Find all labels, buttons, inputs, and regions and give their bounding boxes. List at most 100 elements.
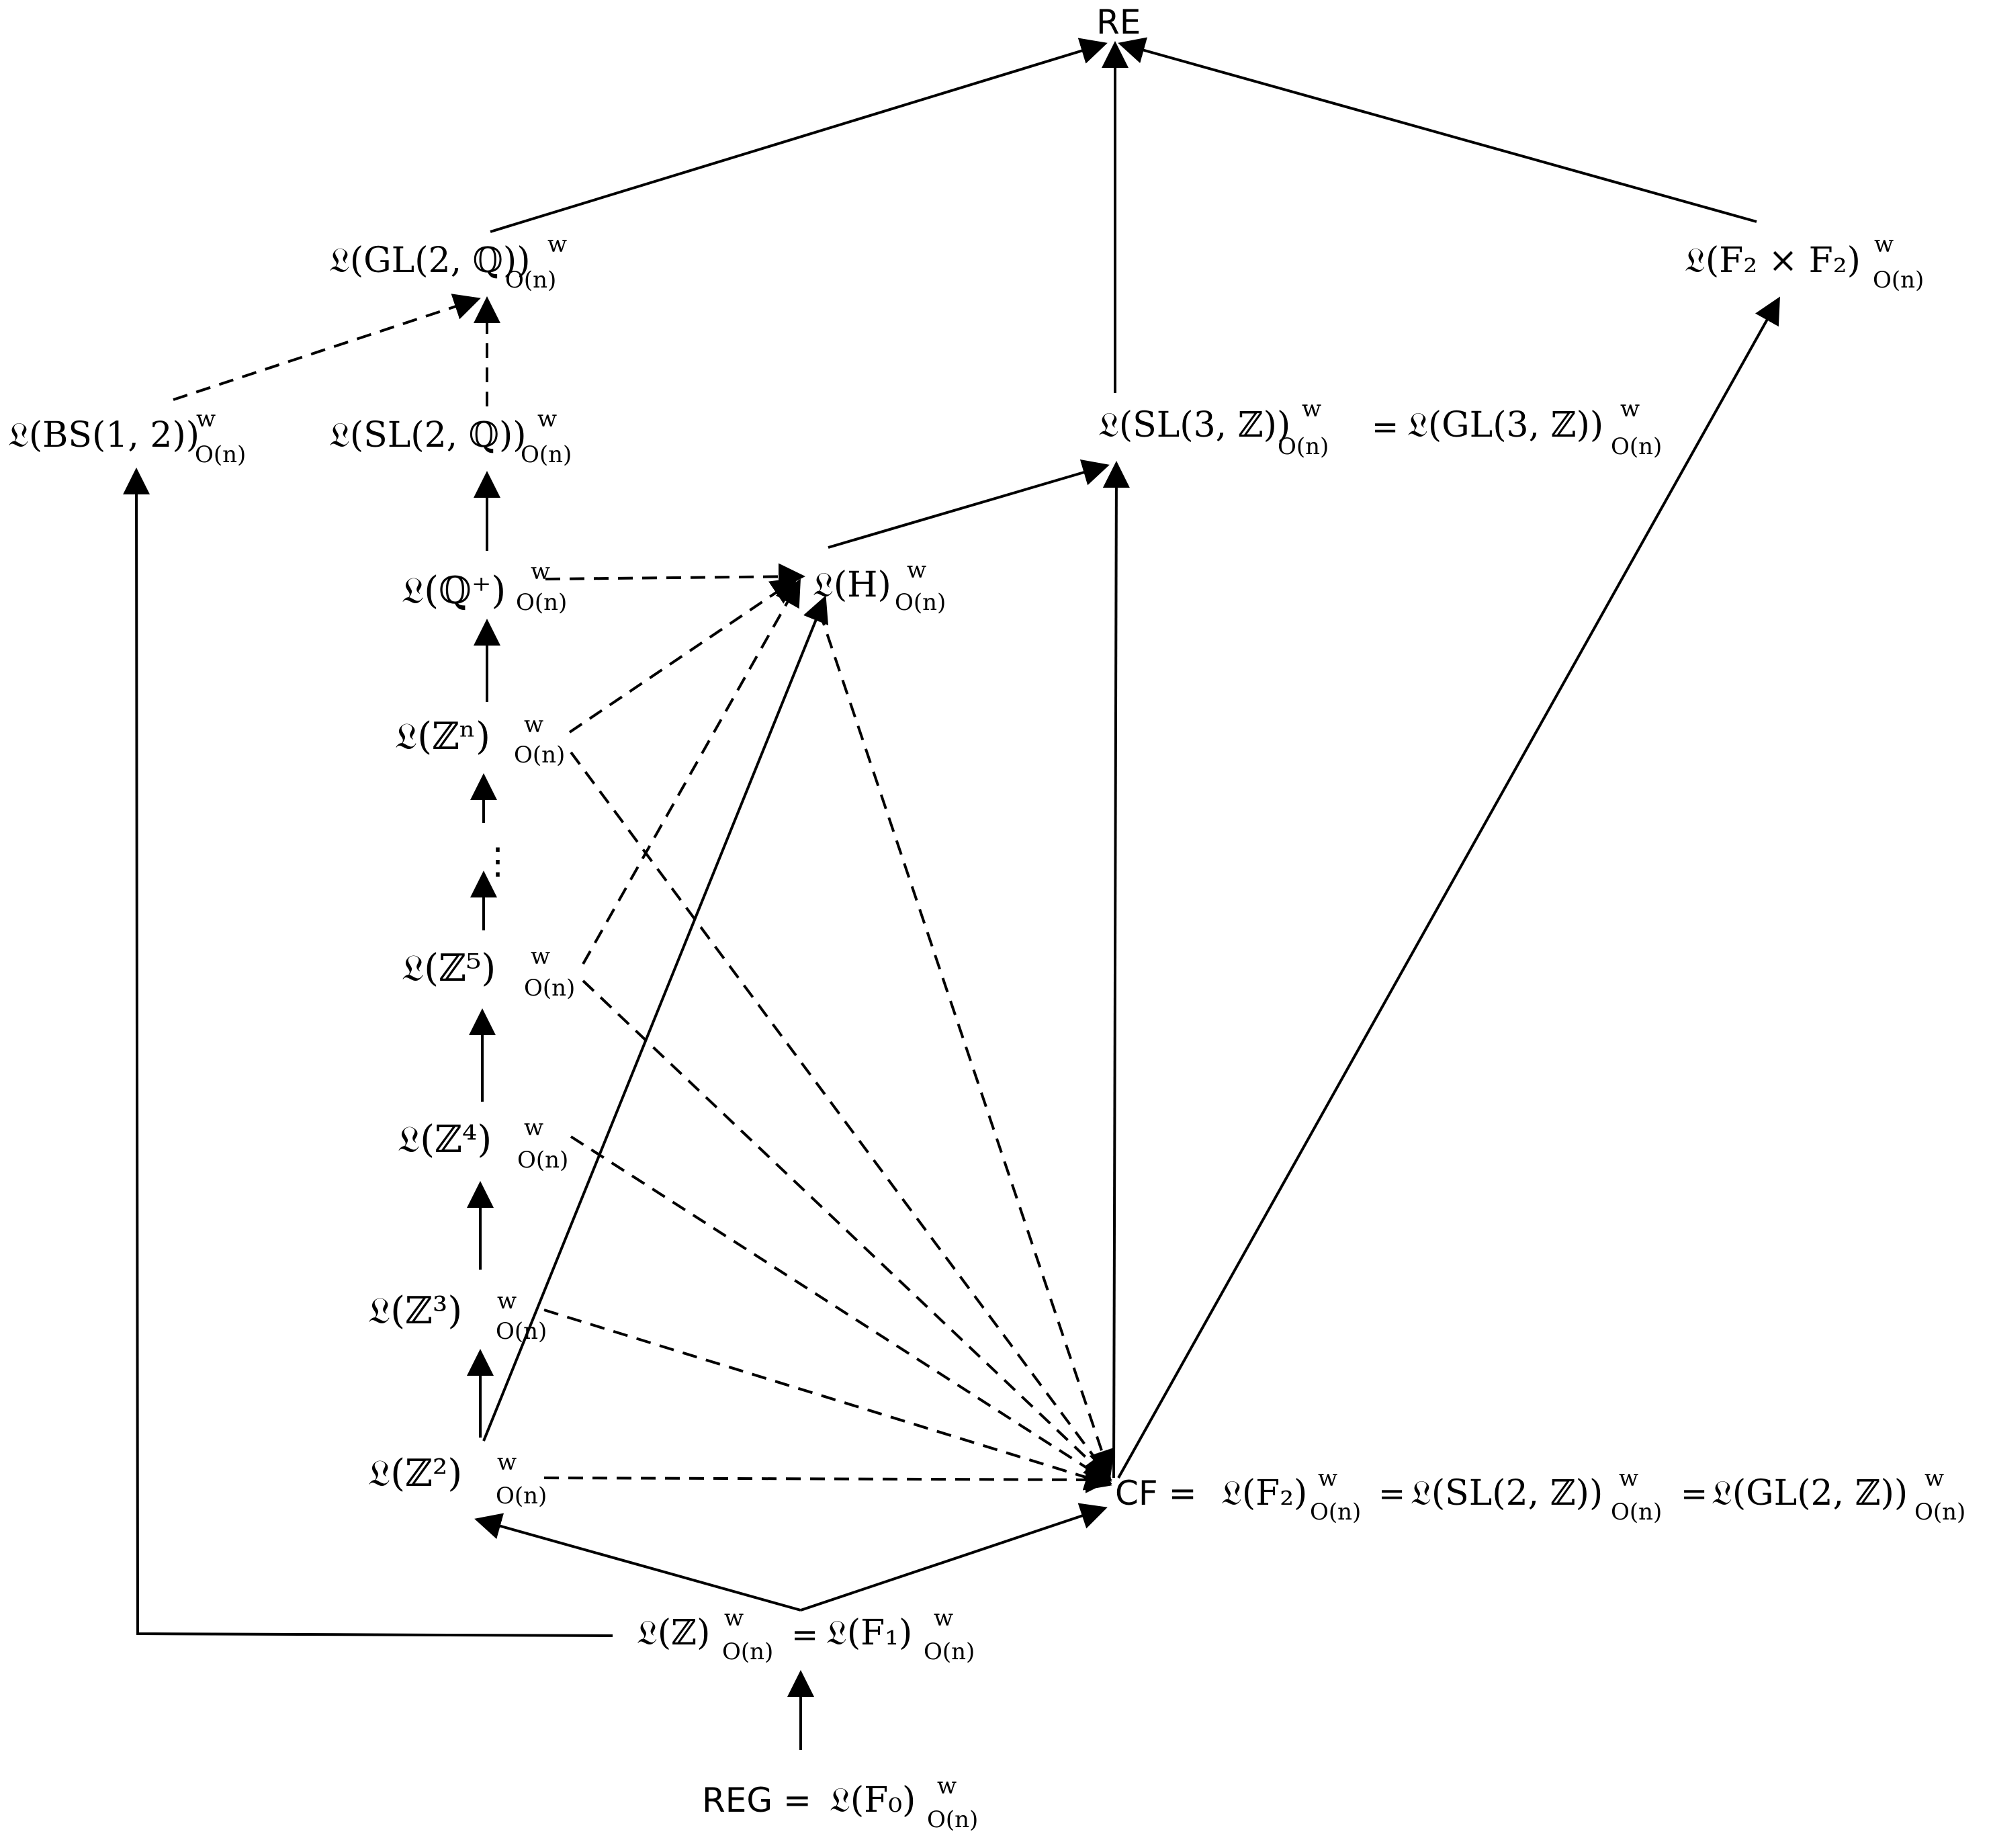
node-cf-sub2: O(n) <box>1611 1499 1662 1526</box>
edge-z_f1-to-cf <box>800 1503 1108 1612</box>
node-heis-main: 𝔏(H) <box>813 565 891 605</box>
node-cf-eq2: = <box>1681 1475 1708 1513</box>
node-f2xf2-sub: O(n) <box>1873 267 1924 294</box>
node-reg-prefix: REG = <box>702 1781 811 1820</box>
node-reg-sub: O(n) <box>927 1806 978 1833</box>
node-z5-sup: w <box>531 943 550 970</box>
edge-heis-to-cf <box>818 611 1115 1477</box>
node-cf-sup1: w <box>1318 1465 1337 1492</box>
node-bs12-sub: O(n) <box>195 441 246 468</box>
node-gl2q: 𝔏(GL(2, ℚ)) w O(n) <box>329 231 567 294</box>
edge-bs12-to-gl2q <box>173 294 481 401</box>
node-sl2q-sup: w <box>537 406 557 433</box>
node-reg: REG = 𝔏(F₀) w O(n) <box>702 1773 978 1833</box>
edge-z2-to-cf <box>543 1466 1112 1493</box>
node-gl3z-sup: w <box>1620 396 1640 423</box>
node-gl2q-main: 𝔏(GL(2, ℚ)) <box>329 240 531 281</box>
node-cf-part2: 𝔏(SL(2, ℤ)) <box>1411 1473 1603 1513</box>
node-z-f1-part2: 𝔏(F₁) <box>826 1613 912 1653</box>
node-z-f1: 𝔏(ℤ) w O(n) = 𝔏(F₁) w O(n) <box>637 1605 975 1665</box>
edge-z5-to-heis <box>582 578 801 965</box>
node-z2-main: 𝔏(ℤ²) <box>368 1452 462 1495</box>
edge-z4-to-cf <box>570 1135 1112 1485</box>
node-z5: 𝔏(ℤ⁵) w O(n) <box>402 943 575 1002</box>
edge-gl2q-to-re <box>490 38 1108 233</box>
node-zn: 𝔏(ℤⁿ) w O(n) <box>395 711 565 768</box>
node-z-f1-sub2: O(n) <box>924 1638 975 1665</box>
edge-z5-to-cf <box>582 979 1112 1482</box>
node-z5-sub: O(n) <box>524 975 575 1002</box>
edge-zn-to-cf <box>570 751 1112 1481</box>
node-cf-sup3: w <box>1924 1465 1944 1492</box>
node-cf-part3: 𝔏(GL(2, ℤ)) <box>1712 1473 1908 1513</box>
node-qplus-sub: O(n) <box>516 589 567 616</box>
node-sl3z-sup: w <box>1302 396 1321 423</box>
node-z-f1-sub1: O(n) <box>722 1638 773 1665</box>
edge-cf-to-sl3z <box>1102 461 1130 1479</box>
node-gl2q-sub: O(n) <box>505 267 556 294</box>
node-gl2q-sup: w <box>547 231 567 258</box>
node-bs12-main: 𝔏(BS(1, 2)) <box>8 415 200 455</box>
node-z-f1-eq: = <box>791 1616 818 1654</box>
node-sl3z-sub: O(n) <box>1278 433 1329 460</box>
node-cf-sub1: O(n) <box>1310 1499 1361 1526</box>
node-cf-sub3: O(n) <box>1914 1499 1965 1526</box>
node-cf-part1: 𝔏(F₂) <box>1221 1473 1307 1513</box>
node-z4-main: 𝔏(ℤ⁴) <box>398 1118 492 1161</box>
node-cf-eq1: = <box>1378 1475 1405 1513</box>
node-z-f1-sup2: w <box>934 1605 953 1632</box>
labels: RE 𝔏(GL(2, ℚ)) w O(n) 𝔏(F₂ × F₂) w O(n) … <box>8 3 1965 1833</box>
node-z3-sup: w <box>497 1288 517 1315</box>
node-bs12-sup: w <box>196 406 216 433</box>
node-f2xf2: 𝔏(F₂ × F₂) w O(n) <box>1685 231 1924 294</box>
node-sl2q-sub: O(n) <box>521 441 572 468</box>
edges <box>123 37 1780 1750</box>
node-heis-sup: w <box>907 557 926 584</box>
node-dots: ⋮ <box>480 840 516 882</box>
node-f2xf2-sup: w <box>1874 231 1894 258</box>
node-z2-sub: O(n) <box>496 1483 547 1509</box>
node-cf: CF = 𝔏(F₂) w O(n) = 𝔏(SL(2, ℤ)) w O(n) =… <box>1115 1465 1965 1526</box>
node-f2xf2-main: 𝔏(F₂ × F₂) <box>1685 240 1861 281</box>
edge-cf-to-f2xf2 <box>1117 296 1780 1479</box>
node-z2-sup: w <box>497 1449 517 1476</box>
node-qplus-main: 𝔏(ℚ⁺) <box>402 569 506 613</box>
node-z5-main: 𝔏(ℤ⁵) <box>402 947 496 990</box>
node-zn-sup: w <box>524 711 543 738</box>
node-z3: 𝔏(ℤ³) w O(n) <box>368 1288 547 1345</box>
node-sl2q: 𝔏(SL(2, ℚ)) w O(n) <box>329 406 572 468</box>
node-z-f1-part1: 𝔏(ℤ) <box>637 1613 710 1653</box>
node-sl3z: 𝔏(SL(3, ℤ)) w O(n) = 𝔏(GL(3, ℤ)) w O(n) <box>1098 396 1662 460</box>
node-cf-sup2: w <box>1619 1465 1638 1492</box>
node-sl3z-main: 𝔏(SL(3, ℤ)) <box>1098 405 1290 445</box>
node-heis: 𝔏(H) w O(n) <box>813 557 946 616</box>
node-qplus-sup: w <box>531 558 550 585</box>
node-re: RE <box>1096 3 1141 42</box>
node-reg-sup: w <box>937 1773 957 1800</box>
node-zn-sub: O(n) <box>514 742 565 768</box>
edge-qplus-to-heis <box>545 563 805 590</box>
node-zn-main: 𝔏(ℤⁿ) <box>395 715 490 758</box>
node-sl2q-main: 𝔏(SL(2, ℚ)) <box>329 415 527 455</box>
edge-f2xf2-to-re <box>1118 37 1757 223</box>
node-z4-sup: w <box>524 1114 543 1141</box>
edge-z2-to-heis <box>482 595 829 1442</box>
node-gl3z-sub: O(n) <box>1611 433 1662 460</box>
node-heis-sub: O(n) <box>895 589 946 616</box>
node-z-f1-sup1: w <box>724 1605 744 1632</box>
node-z4-sub: O(n) <box>517 1147 568 1174</box>
node-qplus: 𝔏(ℚ⁺) w O(n) <box>402 558 567 616</box>
edge-heis-to-sl3z <box>828 459 1110 549</box>
node-z3-sub: O(n) <box>496 1318 547 1345</box>
node-cf-prefix: CF = <box>1115 1474 1196 1513</box>
node-reg-main: 𝔏(F₀) <box>830 1780 916 1820</box>
node-gl3z-main: 𝔏(GL(3, ℤ)) <box>1407 405 1603 445</box>
node-z4: 𝔏(ℤ⁴) w O(n) <box>398 1114 568 1174</box>
edge-z_f1-to-bs12 <box>123 468 613 1637</box>
edge-z3-to-cf <box>543 1309 1112 1491</box>
node-bs12: 𝔏(BS(1, 2)) w O(n) <box>8 406 246 468</box>
node-sl3z-equals: = <box>1372 408 1399 446</box>
node-z3-main: 𝔏(ℤ³) <box>368 1289 462 1333</box>
edge-z_f1-to-z2 <box>474 1513 801 1612</box>
